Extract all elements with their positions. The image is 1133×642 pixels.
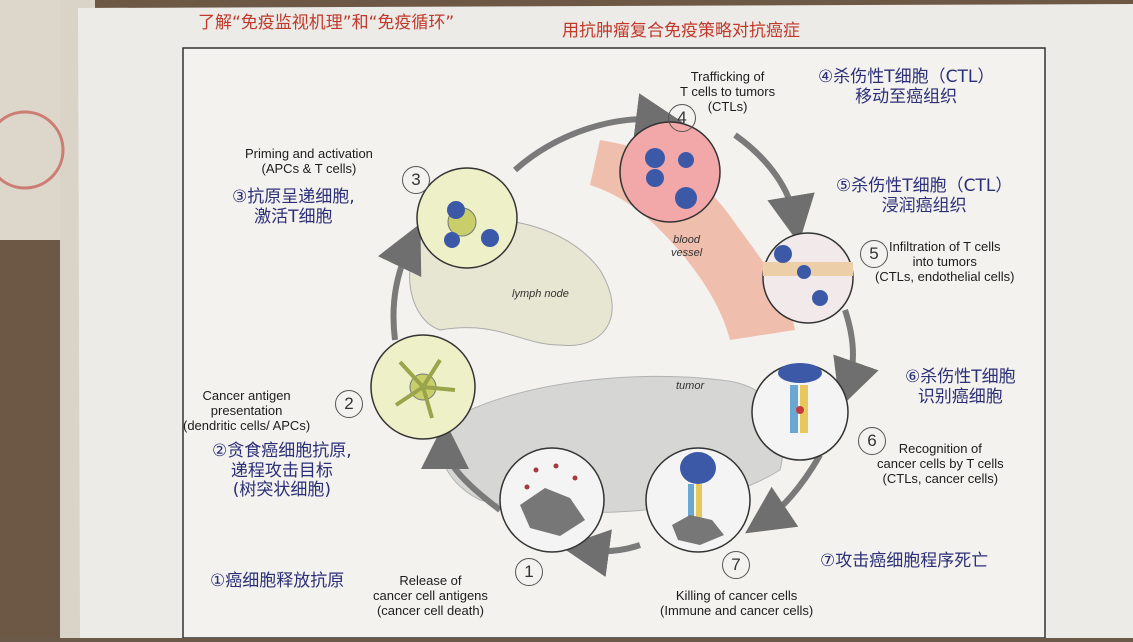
step-5-circle xyxy=(762,232,854,324)
arrow-2-to-3 xyxy=(377,223,422,341)
step-4-circle xyxy=(619,121,721,223)
step-3-english: Priming and activation (APCs & T cells) xyxy=(245,146,373,176)
step-6-number: 6 xyxy=(858,427,886,455)
step-4-chinese: ④杀伤性T细胞（CTL） 移动至癌组织 xyxy=(818,67,995,107)
step-1-circle xyxy=(499,447,605,553)
step-7-english: Killing of cancer cells (Immune and canc… xyxy=(660,588,814,618)
arrow-6-to-7 xyxy=(745,453,823,534)
step-4-number: 4 xyxy=(668,104,696,132)
heading-left: 了解“免疫监视机理”和“免疫循环” xyxy=(198,13,455,33)
arrow-3-to-4 xyxy=(513,93,684,173)
arrow-1-to-2 xyxy=(421,421,502,513)
step-2-number: 2 xyxy=(335,390,363,418)
step-5-chinese: ⑤杀伤性T细胞（CTL） 浸润癌组织 xyxy=(836,176,1013,216)
step-5-number: 5 xyxy=(860,240,888,268)
step-6-circle xyxy=(751,363,849,461)
label-blood-vessel: blood vessel xyxy=(671,234,703,259)
label-tumor: tumor xyxy=(676,380,705,392)
step-7-chinese: ⑦攻击癌细胞程序死亡 xyxy=(820,551,989,571)
step-7-circle xyxy=(645,447,751,553)
label-lymph-node: lymph node xyxy=(512,288,569,300)
step-3-chinese: ③抗原呈递细胞, 激活T细胞 xyxy=(232,187,355,227)
step-1-english: Release of cancer cell antigens (cancer … xyxy=(373,573,488,618)
step-1-chinese: ①癌细胞释放抗原 xyxy=(210,571,345,591)
step-6-english: Recognition of cancer cells by T cells (… xyxy=(877,441,1004,486)
step-3-number: 3 xyxy=(402,166,430,194)
step-2-circle xyxy=(370,334,476,440)
step-2-chinese: ②贪食癌细胞抗原, 递程攻击目标 (树突状细胞) xyxy=(212,441,352,501)
step-7-number: 7 xyxy=(722,551,750,579)
heading-right: 用抗肿瘤复合免疫策略对抗癌症 xyxy=(562,21,800,41)
step-5-english: Infiltration of T cells into tumors (CTL… xyxy=(875,239,1015,284)
red-stamp xyxy=(0,110,65,190)
step-6-chinese: ⑥杀伤性T细胞 识别癌细胞 xyxy=(905,367,1016,407)
step-1-number: 1 xyxy=(515,558,543,586)
step-3-circle xyxy=(416,167,518,269)
arrow-5-to-6 xyxy=(833,309,879,408)
arrow-7-to-1 xyxy=(561,529,641,577)
step-4-english: Trafficking of T cells to tumors (CTLs) xyxy=(680,69,776,114)
arrow-4-to-5 xyxy=(733,132,815,244)
step-2-english: Cancer antigen presentation (dendritic c… xyxy=(183,388,311,433)
